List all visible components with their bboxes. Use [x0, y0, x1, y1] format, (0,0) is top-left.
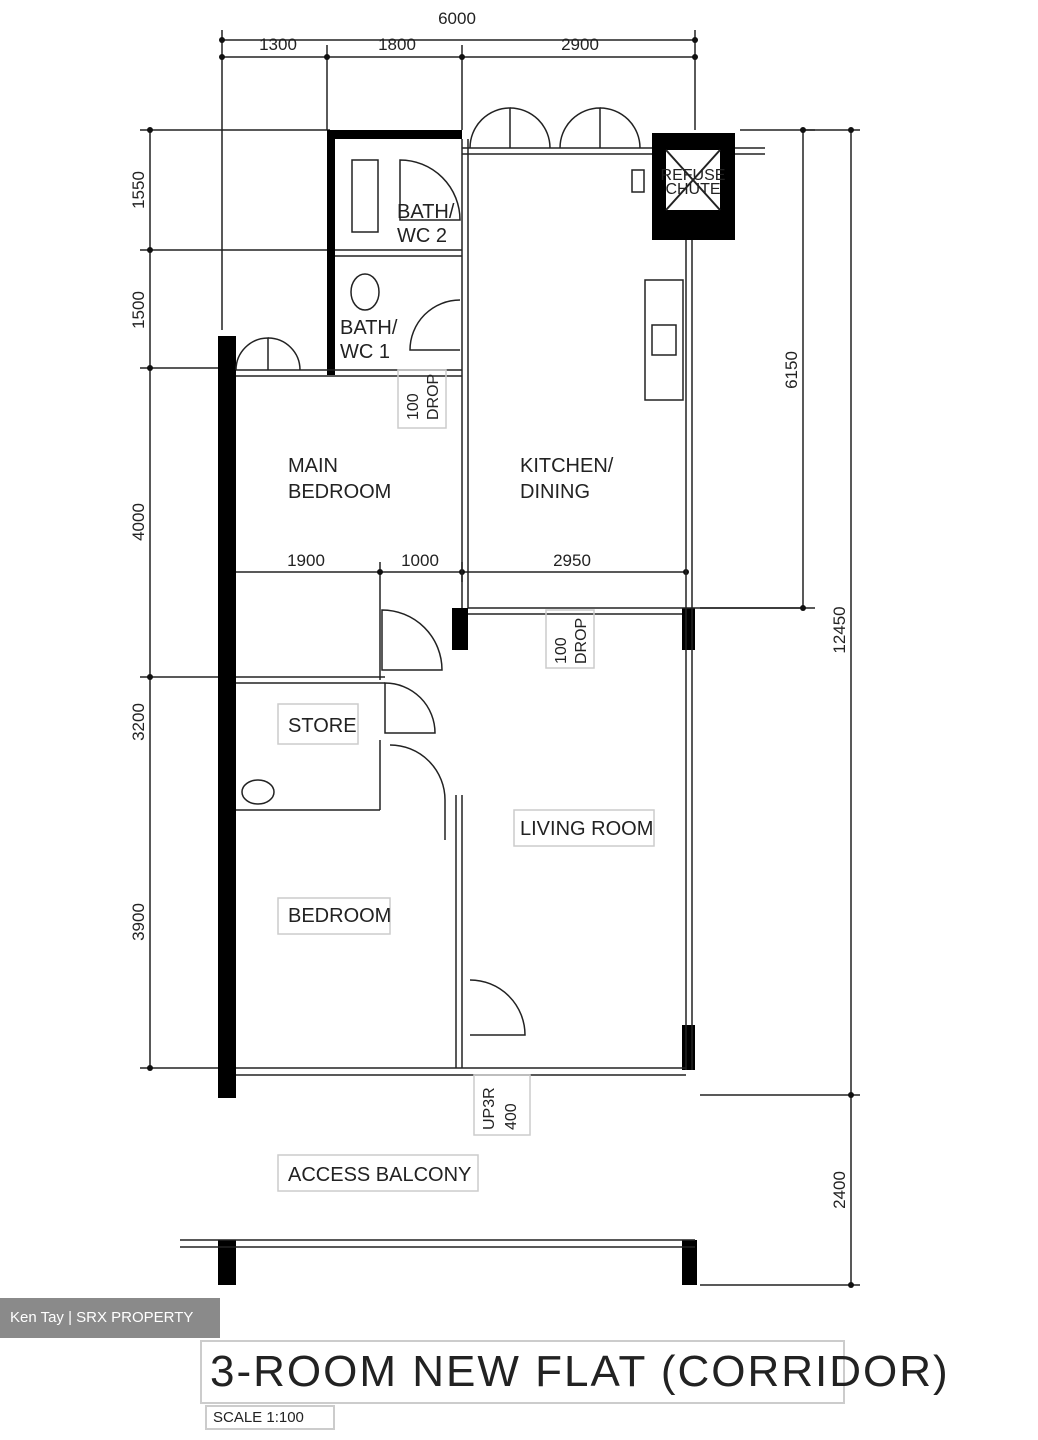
- dim-left-1: 1550: [129, 171, 148, 209]
- dim-inner-2: 1000: [401, 551, 439, 570]
- thin-walls: [180, 139, 800, 1248]
- door-swings: [235, 107, 641, 1036]
- dim-left-2: 1500: [129, 291, 148, 329]
- main-bedroom-label-1: MAIN: [288, 455, 338, 477]
- step-label-1: UP3R: [481, 1087, 498, 1130]
- drop2-label-2: DROP: [573, 618, 590, 664]
- watermark: Ken Tay | SRX PROPERTY: [0, 1298, 220, 1338]
- dim-top-3: 2900: [561, 35, 599, 54]
- plan-scale: SCALE 1:100: [205, 1405, 335, 1430]
- dim-top-1: 1300: [259, 35, 297, 54]
- drop-labels: 100 DROP 100 DROP UP3R 400: [397, 369, 595, 1136]
- dim-left-5: 3900: [129, 903, 148, 941]
- bedroom-label: BEDROOM: [288, 905, 391, 927]
- room-labels: BATH/ WC 2 BATH/ WC 1 MAIN BEDROOM KITCH…: [277, 201, 655, 1192]
- bath-wc1-label-2: WC 1: [340, 341, 390, 363]
- drop1-label-2: DROP: [425, 374, 442, 420]
- plan-title: 3-ROOM NEW FLAT (CORRIDOR): [200, 1340, 948, 1404]
- drop2-label-1: 100: [553, 637, 570, 664]
- dim-left-3: 4000: [129, 503, 148, 541]
- dim-top-total: 6000: [438, 9, 476, 28]
- access-balcony-label: ACCESS BALCONY: [288, 1164, 471, 1186]
- dim-right-balcony: 2400: [830, 1171, 849, 1209]
- kitchen-label-1: KITCHEN/: [520, 455, 614, 477]
- dim-top-2: 1800: [378, 35, 416, 54]
- kitchen-label-2: DINING: [520, 481, 590, 503]
- drop1-label-1: 100: [405, 393, 422, 420]
- solid-walls: [218, 130, 735, 1285]
- refuse-chute-cross: [665, 149, 721, 211]
- dim-right-total: 12450: [830, 606, 849, 653]
- bath-wc2-label-2: WC 2: [397, 225, 447, 247]
- bath-wc2-label-1: BATH/: [397, 201, 455, 223]
- refuse-chute-label-1: REFUSE: [661, 167, 726, 184]
- living-room-label: LIVING ROOM: [520, 818, 653, 840]
- dim-inner-1: 1900: [287, 551, 325, 570]
- dim-inner-3: 2950: [553, 551, 591, 570]
- main-bedroom-label-2: BEDROOM: [288, 481, 391, 503]
- store-label: STORE: [288, 715, 357, 737]
- dim-left-4: 3200: [129, 703, 148, 741]
- dimension-lines: [140, 30, 860, 1286]
- dim-right-kitchen: 6150: [782, 351, 801, 389]
- tick-marks: [147, 37, 854, 1288]
- step-label-2: 400: [503, 1103, 520, 1130]
- bath-wc1-label-1: BATH/: [340, 317, 398, 339]
- refuse-chute-label-2: CHUTE: [665, 181, 720, 198]
